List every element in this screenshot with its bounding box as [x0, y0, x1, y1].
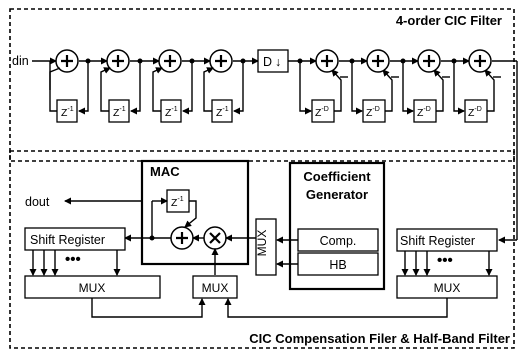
delay-label: Z-D — [468, 106, 482, 119]
wire-feedback-in — [152, 67, 163, 112]
mux-vertical — [255, 218, 277, 276]
wire-comb-tap — [453, 61, 465, 115]
delay-label: Z-1 — [216, 106, 229, 119]
comb-3: Z-D — [400, 49, 450, 123]
integrator-3: Z-1 — [152, 49, 195, 123]
multiply-icon — [209, 232, 221, 244]
integrator-1: Z-1 — [49, 49, 91, 123]
mux-bottom-right-label: MUX — [434, 281, 461, 295]
wire-feedback-tap — [233, 61, 244, 115]
delay-label: Z-D — [417, 106, 431, 119]
compensation-title: CIC Compensation Filer & Half-Band Filte… — [249, 331, 510, 346]
integrator-4: Z-1 — [203, 49, 246, 123]
mux-vertical-label: MUX — [255, 230, 269, 257]
wire-right-mux-to-center-mux — [224, 298, 448, 318]
integrator-2: Z-1 — [100, 49, 143, 123]
delay-label: Z-D — [366, 106, 380, 119]
wire-feedback-tap — [78, 61, 89, 115]
coef-title-line2: Generator — [306, 187, 368, 202]
downsampler-label: D↓ — [263, 55, 281, 69]
mux-bottom-center — [192, 275, 238, 299]
wire-feedback-in — [203, 67, 214, 112]
coef-title-line1: Coefficient — [303, 169, 371, 184]
compensation-boundary — [9, 150, 515, 349]
downsampler: D↓ — [257, 49, 289, 73]
ellipsis-icon: ••• — [65, 251, 81, 268]
wire-comb-tap — [402, 61, 414, 115]
ellipsis-icon: ••• — [437, 252, 453, 269]
cic-filter-section: 4-order CIC Filter din Z-1 — [9, 8, 518, 244]
dout-label: dout — [25, 195, 50, 209]
wire-left-mux-to-center-mux — [91, 298, 206, 318]
compensation-section: CIC Compensation Filer & Half-Band Filte… — [9, 150, 515, 349]
plus-icon — [423, 55, 435, 67]
downsampler-box — [257, 49, 289, 73]
wire-delay-to-adder — [184, 200, 197, 228]
plus-icon — [474, 55, 486, 67]
delay-label: Z-1 — [165, 106, 178, 119]
wire-feedback-in — [49, 67, 61, 90]
mac-title: MAC — [150, 164, 180, 179]
din-label: din — [12, 54, 29, 68]
wire-comb-in — [433, 69, 444, 112]
coef-hb-label: HB — [329, 258, 346, 272]
mux-bottom-center-label: MUX — [202, 281, 229, 295]
cic-filter-boundary — [9, 8, 515, 162]
plus-icon — [372, 55, 384, 67]
delay-label: Z-D — [315, 106, 329, 119]
plus-icon — [215, 55, 227, 67]
shift-register-right-label: Shift Register — [400, 234, 475, 248]
wire-comb-in — [484, 69, 495, 112]
delay-label: Z-1 — [113, 106, 126, 119]
wire-feedback-tap — [182, 61, 193, 115]
wire-delay-out — [49, 61, 57, 112]
coef-comp-label: Comp. — [320, 234, 357, 248]
wire-comb-in — [382, 69, 393, 112]
shift-register-right — [396, 228, 498, 252]
wire-comb-in — [331, 69, 342, 112]
wire-comb-tap — [351, 61, 363, 115]
plus-icon — [61, 55, 73, 67]
shift-register-left — [24, 227, 126, 251]
delay-label: Z-1 — [61, 106, 74, 119]
mux-bottom-left-label: MUX — [79, 281, 106, 295]
plus-icon — [176, 232, 188, 244]
mac-delay-label: Z-1 — [171, 196, 184, 209]
plus-icon — [112, 55, 124, 67]
wire-feedback-tap — [130, 61, 141, 115]
plus-icon — [164, 55, 176, 67]
cic-filter-title: 4-order CIC Filter — [396, 13, 502, 28]
comb-4: Z-D — [451, 49, 501, 123]
plus-icon — [321, 55, 333, 67]
shift-register-left-label: Shift Register — [30, 233, 105, 247]
wire-comb-tap — [299, 61, 312, 115]
comb-2: Z-D — [349, 49, 399, 123]
wire-feedback-in — [100, 67, 111, 112]
mac-block — [140, 159, 250, 266]
comb-1: Z-D — [297, 49, 348, 123]
